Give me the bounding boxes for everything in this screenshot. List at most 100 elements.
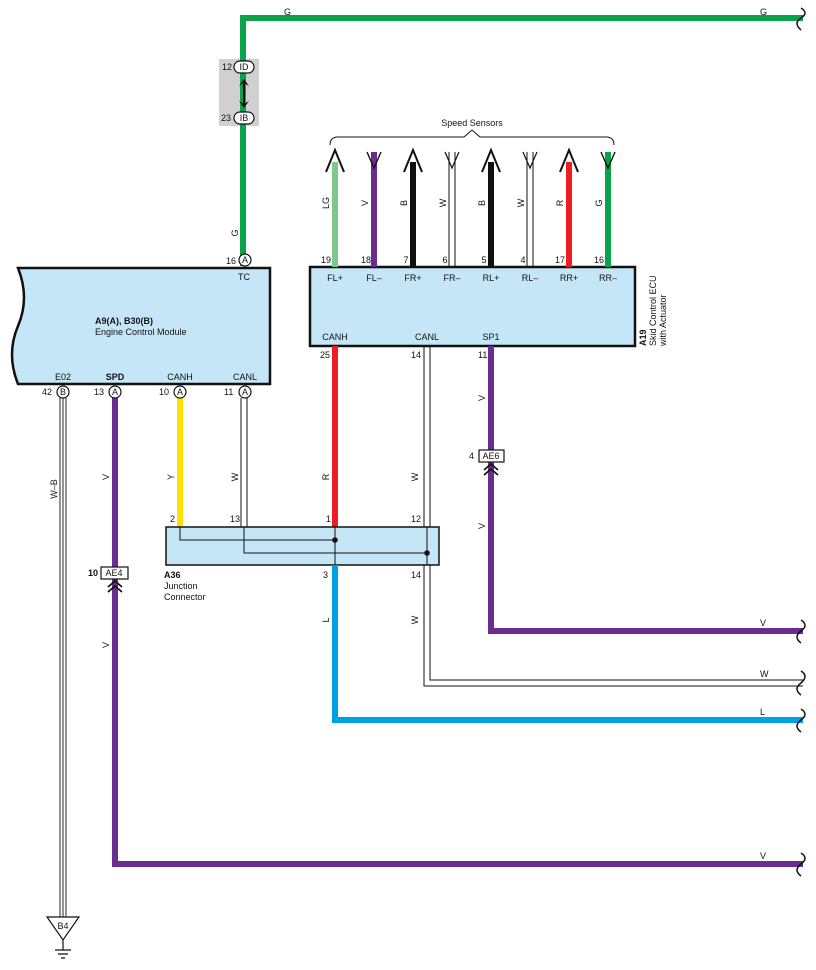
pin-label-13: 13 bbox=[94, 387, 104, 397]
junction-pin-13: 13 bbox=[230, 514, 240, 524]
wire-label-exit-v-bottom: V bbox=[760, 851, 766, 861]
wire-rl-minus-w bbox=[526, 152, 534, 267]
ecu-pin-fr-plus: FR+ bbox=[404, 273, 421, 283]
sensor-wire-label-g: G bbox=[594, 199, 604, 206]
junction-pin-1: 1 bbox=[326, 514, 331, 524]
ecm-pin-name-canl: CANL bbox=[233, 372, 257, 382]
pin-label-ecu-14: 14 bbox=[411, 350, 421, 360]
speed-sensors-label: Speed Sensors bbox=[441, 118, 503, 128]
sensor-arrow-fr-minus bbox=[444, 151, 460, 170]
speed-sensors-bracket bbox=[329, 129, 615, 146]
connector-letter-canh: A bbox=[177, 387, 183, 397]
wire-label-sp1-v: V bbox=[477, 395, 487, 401]
connector-circle-e02 bbox=[56, 385, 70, 399]
pin-label-23: 23 bbox=[221, 113, 231, 123]
pin-label-ae4-10: 10 bbox=[88, 568, 98, 578]
wire-sp1-v bbox=[488, 346, 803, 634]
wire-l-blue bbox=[332, 565, 803, 723]
junction-internal-lines bbox=[179, 527, 428, 565]
sensor-arrow-fl-minus bbox=[366, 151, 382, 170]
double-arrow-icon bbox=[239, 79, 249, 108]
junction-node-canh bbox=[332, 537, 338, 543]
pin-label-ecu-11: 11 bbox=[478, 350, 487, 360]
sensor-wire-label-w2: W bbox=[516, 198, 526, 207]
pin-label-ae6-4: 4 bbox=[469, 451, 474, 461]
wire-label-ecu-canl-w: W bbox=[410, 472, 420, 481]
pin-label-25: 25 bbox=[320, 350, 330, 360]
wire-fr-minus-w bbox=[448, 152, 456, 267]
junction-pin-12: 12 bbox=[411, 514, 421, 524]
pin-label-tc: 16 bbox=[226, 256, 236, 266]
wire-break-v-bottom bbox=[796, 852, 806, 877]
sensor-pin-19: 19 bbox=[321, 255, 331, 265]
connector-chevron-ae4-icon bbox=[107, 579, 123, 593]
sensor-pin-7: 7 bbox=[403, 255, 408, 265]
connector-oval-ib bbox=[233, 111, 255, 125]
sensor-pin-5: 5 bbox=[481, 255, 486, 265]
wire-label-wb: W–B bbox=[49, 479, 59, 499]
pin-label-11: 11 bbox=[224, 387, 233, 397]
junction-pin-2: 2 bbox=[170, 514, 175, 524]
ecm-pin-name-canh: CANH bbox=[167, 372, 193, 382]
sensor-wire-label-b1: B bbox=[399, 200, 409, 206]
sensor-arrow-rr-minus bbox=[600, 151, 616, 170]
ecu-pin-canl: CANL bbox=[415, 332, 439, 342]
wire-label-g-tc: G bbox=[230, 229, 240, 236]
wire-break-l bbox=[796, 708, 806, 733]
connector-letter-spd: A bbox=[112, 387, 118, 397]
wire-label-canl-w: W bbox=[230, 472, 240, 481]
ecm-tc-label: TC bbox=[238, 272, 250, 282]
connector-letter-tc: A bbox=[242, 255, 248, 265]
connector-ae4 bbox=[100, 566, 129, 580]
wire-break-w bbox=[796, 670, 806, 696]
ecu-pin-fl-minus: FL– bbox=[366, 273, 382, 283]
wire-label-top-right: G bbox=[760, 7, 767, 17]
pin-label-12: 12 bbox=[222, 62, 232, 72]
ecu-pin-rl-plus: RL+ bbox=[483, 273, 500, 283]
ground-label-b4: B4 bbox=[57, 921, 68, 931]
sensor-wire-label-v: V bbox=[360, 200, 370, 206]
skid-control-ecu-box bbox=[308, 265, 637, 348]
sensor-wire-label-r: R bbox=[555, 199, 565, 206]
ecm-subtitle: Engine Control Module bbox=[95, 327, 187, 337]
sensor-arrow-rr-plus bbox=[559, 147, 579, 173]
sensor-arrow-fl-plus bbox=[325, 147, 345, 173]
connector-circle-spd bbox=[108, 385, 122, 399]
pin-label-10: 10 bbox=[159, 387, 169, 397]
junction-name-line1: Junction bbox=[164, 581, 198, 591]
wire-w-from-junction bbox=[423, 565, 803, 687]
sensor-wire-label-lg: LG bbox=[321, 197, 331, 209]
sensor-arrow-rl-plus bbox=[481, 147, 501, 173]
wire-label-spd-v: V bbox=[101, 474, 111, 480]
wire-g-top bbox=[240, 15, 803, 266]
wire-e02-wb bbox=[59, 398, 67, 918]
ecu-name-line2: with Actuator bbox=[658, 294, 668, 347]
wire-break-top bbox=[796, 7, 806, 31]
sensor-pin-18: 18 bbox=[361, 255, 371, 265]
ecu-pin-fr-minus: FR– bbox=[443, 273, 460, 283]
junction-pin-14: 14 bbox=[411, 570, 421, 580]
ecm-pin-name-spd: SPD bbox=[106, 372, 125, 382]
sensor-pin-4: 4 bbox=[520, 255, 525, 265]
sensor-pin-16: 16 bbox=[594, 255, 604, 265]
wire-ecu-canl-w bbox=[423, 346, 431, 527]
connector-label-ib: IB bbox=[240, 113, 249, 123]
junction-node-canl bbox=[424, 550, 430, 556]
ecm-pin-name-e02: E02 bbox=[55, 372, 71, 382]
wire-label-l: L bbox=[321, 617, 331, 622]
wire-break-v-top bbox=[796, 619, 806, 644]
sensor-arrow-fr-plus bbox=[403, 147, 423, 173]
junction-name-line2: Connector bbox=[164, 592, 206, 602]
ground-icon bbox=[55, 940, 71, 959]
connector-label-id: ID bbox=[240, 62, 250, 72]
sensor-pin-6: 6 bbox=[442, 255, 447, 265]
connector-label-ae4: AE4 bbox=[105, 568, 122, 578]
connector-circle-canl bbox=[238, 385, 252, 399]
connector-letter-e02: B bbox=[60, 387, 66, 397]
wire-label-exit-l: L bbox=[760, 707, 765, 717]
wire-label-ecu-canh-r: R bbox=[321, 473, 331, 480]
sensor-arrow-rl-minus bbox=[522, 151, 538, 170]
ecu-pin-rl-minus: RL– bbox=[522, 273, 539, 283]
connector-circle-tc bbox=[238, 253, 252, 267]
